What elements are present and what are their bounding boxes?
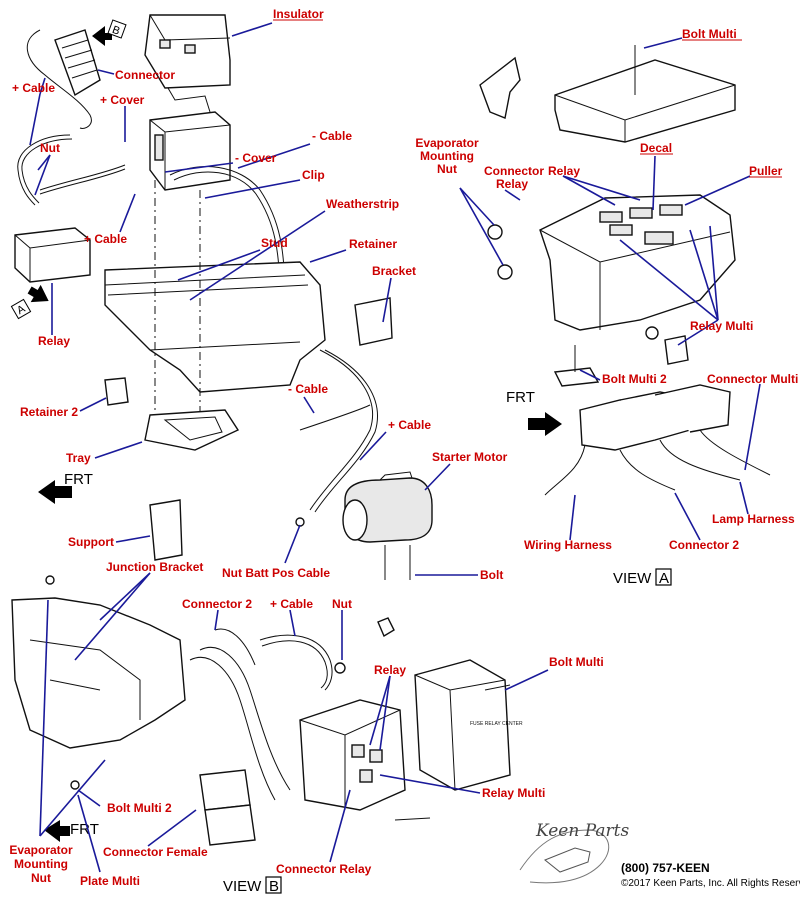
label-support: Support: [68, 535, 114, 549]
callout-labels: Insulator Connector + Cable + Cover - Ca…: [9, 7, 798, 888]
leader-lines: [29, 22, 761, 873]
label-connector-relay-bottom: Connector Relay: [276, 862, 372, 876]
label-relay-top: Relay: [548, 164, 580, 178]
label-plus-cover: + Cover: [100, 93, 145, 107]
label-connector-female: Connector Female: [103, 845, 208, 859]
label-nut-left: Nut: [40, 141, 60, 155]
footer-phone: (800) 757-KEEN: [621, 861, 710, 875]
label-plate-multi: Plate Multi: [80, 874, 140, 888]
label-starter-motor: Starter Motor: [432, 450, 508, 464]
label-connector-relay-top-2: Relay: [496, 177, 528, 191]
label-evaporator-top-1: Evaporator: [415, 136, 479, 150]
label-evaporator-top-2: Mounting: [420, 149, 474, 163]
frt-text: FRT: [70, 821, 99, 838]
label-tray: Tray: [66, 451, 91, 465]
view-a-text: VIEW: [613, 570, 652, 587]
battery-assembly-art: [14, 14, 433, 580]
label-weatherstrip: Weatherstrip: [326, 197, 399, 211]
label-connector-relay-top-1: Connector: [484, 164, 544, 178]
label-bolt-multi-2-top: Bolt Multi 2: [602, 372, 667, 386]
label-connector-2-top: Connector 2: [669, 538, 739, 552]
label-bolt-multi-bottom: Bolt Multi: [549, 655, 604, 669]
view-a-caption: VIEW A: [613, 568, 672, 587]
view-b-art: FUSE RELAY CENTER: [11, 575, 523, 846]
label-minus-cable-mid: - Cable: [288, 382, 328, 396]
label-stud: Stud: [261, 236, 288, 250]
label-connector-multi: Connector Multi: [707, 372, 798, 386]
label-retainer-2: Retainer 2: [20, 405, 78, 419]
footer-copyright: ©2017 Keen Parts, Inc. All Rights Reserv…: [621, 878, 800, 889]
view-a-letter: A: [659, 570, 669, 587]
label-bolt-multi-2-bottom: Bolt Multi 2: [107, 801, 172, 815]
label-bracket: Bracket: [372, 264, 416, 278]
fuse-relay-center-text: FUSE RELAY CENTER: [470, 721, 523, 727]
a-marker: A: [10, 284, 49, 320]
label-evaporator-bottom-1: Evaporator: [9, 843, 73, 857]
logo-text: Keen Parts: [535, 821, 629, 841]
label-plus-cable-top: + Cable: [12, 81, 55, 95]
label-relay-multi-bottom: Relay Multi: [482, 786, 545, 800]
frt-marker-view-a: FRT: [506, 389, 562, 436]
b-marker: B: [92, 19, 127, 46]
label-plus-cable-starter: + Cable: [388, 418, 431, 432]
label-relay-left: Relay: [38, 334, 70, 348]
label-retainer: Retainer: [349, 237, 397, 251]
label-decal: Decal: [640, 141, 672, 155]
frt-text: FRT: [506, 389, 535, 406]
keen-parts-logo: Keen Parts: [519, 821, 629, 884]
label-evaporator-bottom-2: Mounting: [14, 857, 68, 871]
label-wiring-harness: Wiring Harness: [524, 538, 612, 552]
label-relay-bottom: Relay: [374, 663, 406, 677]
label-lamp-harness: Lamp Harness: [712, 512, 795, 526]
label-junction-bracket: Junction Bracket: [106, 560, 203, 574]
view-b-text: VIEW: [223, 878, 262, 895]
label-bolt-starter: Bolt: [480, 568, 503, 582]
label-minus-cable-top: - Cable: [312, 129, 352, 143]
label-plus-cable-bottom: + Cable: [270, 597, 313, 611]
view-a-art: [479, 45, 771, 496]
label-plus-cable-mid: + Cable: [84, 232, 127, 246]
label-nut-bottom: Nut: [332, 597, 352, 611]
label-connector: Connector: [115, 68, 175, 82]
view-b-caption: VIEW B: [223, 876, 282, 895]
label-evaporator-bottom-3: Nut: [31, 871, 51, 885]
label-clip: Clip: [302, 168, 325, 182]
frt-marker-view-b: FRT: [44, 820, 99, 842]
label-bolt-multi-top: Bolt Multi: [682, 27, 737, 41]
label-puller: Puller: [749, 164, 783, 178]
frt-marker-left: FRT: [38, 471, 93, 504]
label-insulator: Insulator: [273, 7, 324, 21]
label-evaporator-top-3: Nut: [437, 162, 457, 176]
view-b-letter: B: [269, 878, 279, 895]
b-marker-letter: B: [111, 24, 122, 38]
frt-text: FRT: [64, 471, 93, 488]
label-relay-multi-top: Relay Multi: [690, 319, 753, 333]
label-connector-2-bottom: Connector 2: [182, 597, 252, 611]
label-nut-batt-pos-cable: Nut Batt Pos Cable: [222, 566, 330, 580]
label-minus-cover: - Cover: [235, 151, 277, 165]
